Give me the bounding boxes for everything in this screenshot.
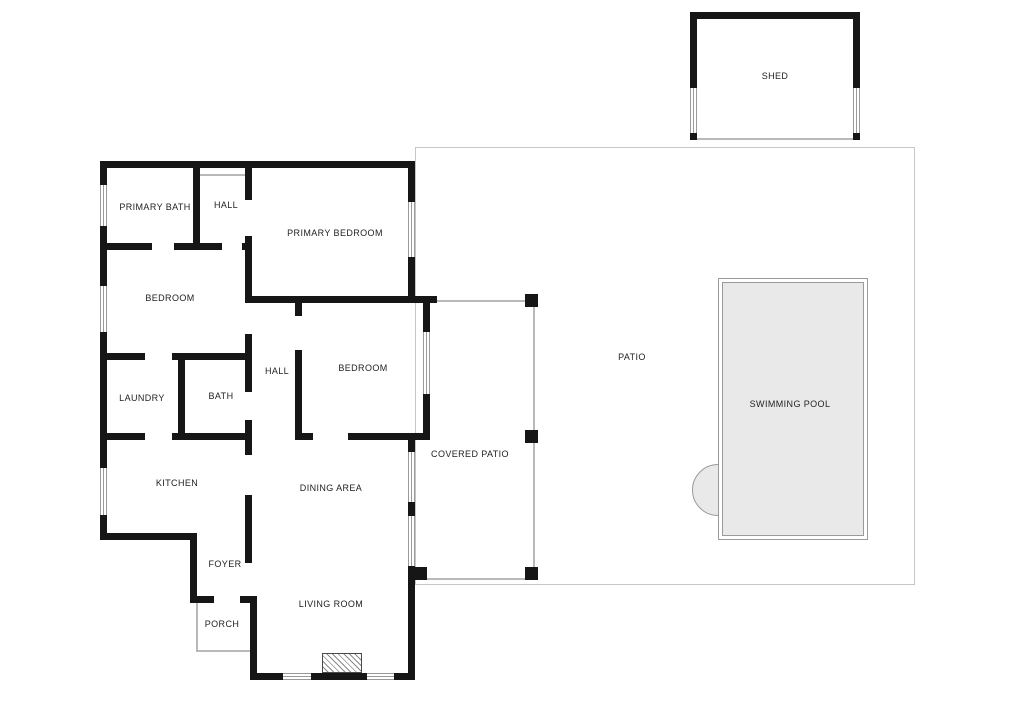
wall-segment xyxy=(853,12,860,88)
room-label-dining: DINING AREA xyxy=(299,483,363,493)
wall-segment xyxy=(348,433,430,440)
room-label-kitchen: KITCHEN xyxy=(155,478,199,488)
wall-segment xyxy=(690,131,697,140)
patio-post xyxy=(525,567,538,580)
fireplace xyxy=(322,653,362,673)
wall-segment xyxy=(245,596,252,603)
wall-segment xyxy=(100,433,145,440)
room-label-pool: SWIMMING POOL xyxy=(749,399,831,409)
wall-segment xyxy=(295,296,430,303)
wall-segment xyxy=(178,360,185,435)
room-label-hall-mid: HALL xyxy=(264,366,290,376)
wall-segment xyxy=(853,131,860,140)
room-label-bath: BATH xyxy=(208,391,234,401)
room-label-laundry: LAUNDRY xyxy=(119,393,165,403)
wall-segment xyxy=(100,332,107,468)
wall-segment xyxy=(250,596,257,680)
window xyxy=(423,332,430,394)
wall-segment xyxy=(174,243,200,250)
window xyxy=(100,468,107,515)
room-label-patio: PATIO xyxy=(618,352,646,362)
wall-segment xyxy=(690,12,860,19)
room-label-living: LIVING ROOM xyxy=(298,599,364,609)
wall-segment xyxy=(408,566,415,680)
room-label-porch: PORCH xyxy=(204,619,240,629)
wall-segment xyxy=(100,161,107,185)
window xyxy=(100,286,107,332)
wall-segment xyxy=(362,673,367,680)
covered-patio-outline xyxy=(430,300,533,302)
porch-outline xyxy=(196,650,252,652)
room-label-bedroom-center: BEDROOM xyxy=(338,363,388,373)
hall-closet-line xyxy=(200,174,245,176)
patio-post xyxy=(415,567,427,580)
patio-outline xyxy=(415,147,915,585)
wall-segment xyxy=(193,168,200,243)
window xyxy=(408,516,415,566)
wall-segment xyxy=(100,243,152,250)
wall-segment xyxy=(295,433,313,440)
room-label-primary-bedroom: PRIMARY BEDROOM xyxy=(287,228,383,238)
wall-segment xyxy=(100,533,197,540)
wall-segment xyxy=(690,12,697,88)
wall-segment xyxy=(190,596,214,603)
wall-segment xyxy=(100,226,107,286)
wall-segment xyxy=(245,495,252,563)
wall-segment xyxy=(100,353,145,360)
window xyxy=(408,452,415,502)
wall-segment xyxy=(423,296,430,332)
wall-segment xyxy=(200,243,222,250)
wall-segment xyxy=(172,433,252,440)
patio-post xyxy=(525,294,538,307)
wall-segment xyxy=(394,673,415,680)
patio-post xyxy=(525,430,538,443)
wall-segment xyxy=(245,296,302,303)
room-label-primary-bath: PRIMARY BATH xyxy=(119,202,191,212)
porch-outline xyxy=(196,600,198,652)
wall-segment xyxy=(172,353,252,360)
window xyxy=(283,673,311,680)
room-label-shed: SHED xyxy=(761,71,789,81)
window xyxy=(853,88,860,133)
window xyxy=(690,88,697,133)
room-label-foyer: FOYER xyxy=(208,559,242,569)
wall-segment xyxy=(245,168,252,200)
covered-patio-outline xyxy=(415,578,535,580)
wall-segment xyxy=(322,673,362,680)
room-label-bedroom-left: BEDROOM xyxy=(145,293,195,303)
wall-segment xyxy=(250,673,283,680)
window xyxy=(408,202,415,257)
window xyxy=(367,673,394,680)
wall-segment xyxy=(100,161,415,168)
swimming-pool-inner xyxy=(722,282,864,536)
window xyxy=(100,185,107,226)
wall-segment xyxy=(311,673,322,680)
wall-segment xyxy=(100,515,107,540)
shed-outline xyxy=(690,138,860,140)
wall-segment xyxy=(423,394,430,440)
room-label-covered-patio: COVERED PATIO xyxy=(431,449,509,459)
wall-segment xyxy=(245,334,252,392)
wall-segment xyxy=(408,502,415,516)
wall-segment xyxy=(295,296,302,316)
wall-segment xyxy=(408,440,415,452)
wall-segment xyxy=(408,168,415,202)
wall-segment xyxy=(295,350,302,440)
wall-segment xyxy=(190,533,197,603)
room-label-hall-top: HALL xyxy=(213,200,239,210)
wall-segment xyxy=(245,236,252,300)
swimming-pool xyxy=(718,278,868,540)
wall-segment xyxy=(408,257,415,303)
